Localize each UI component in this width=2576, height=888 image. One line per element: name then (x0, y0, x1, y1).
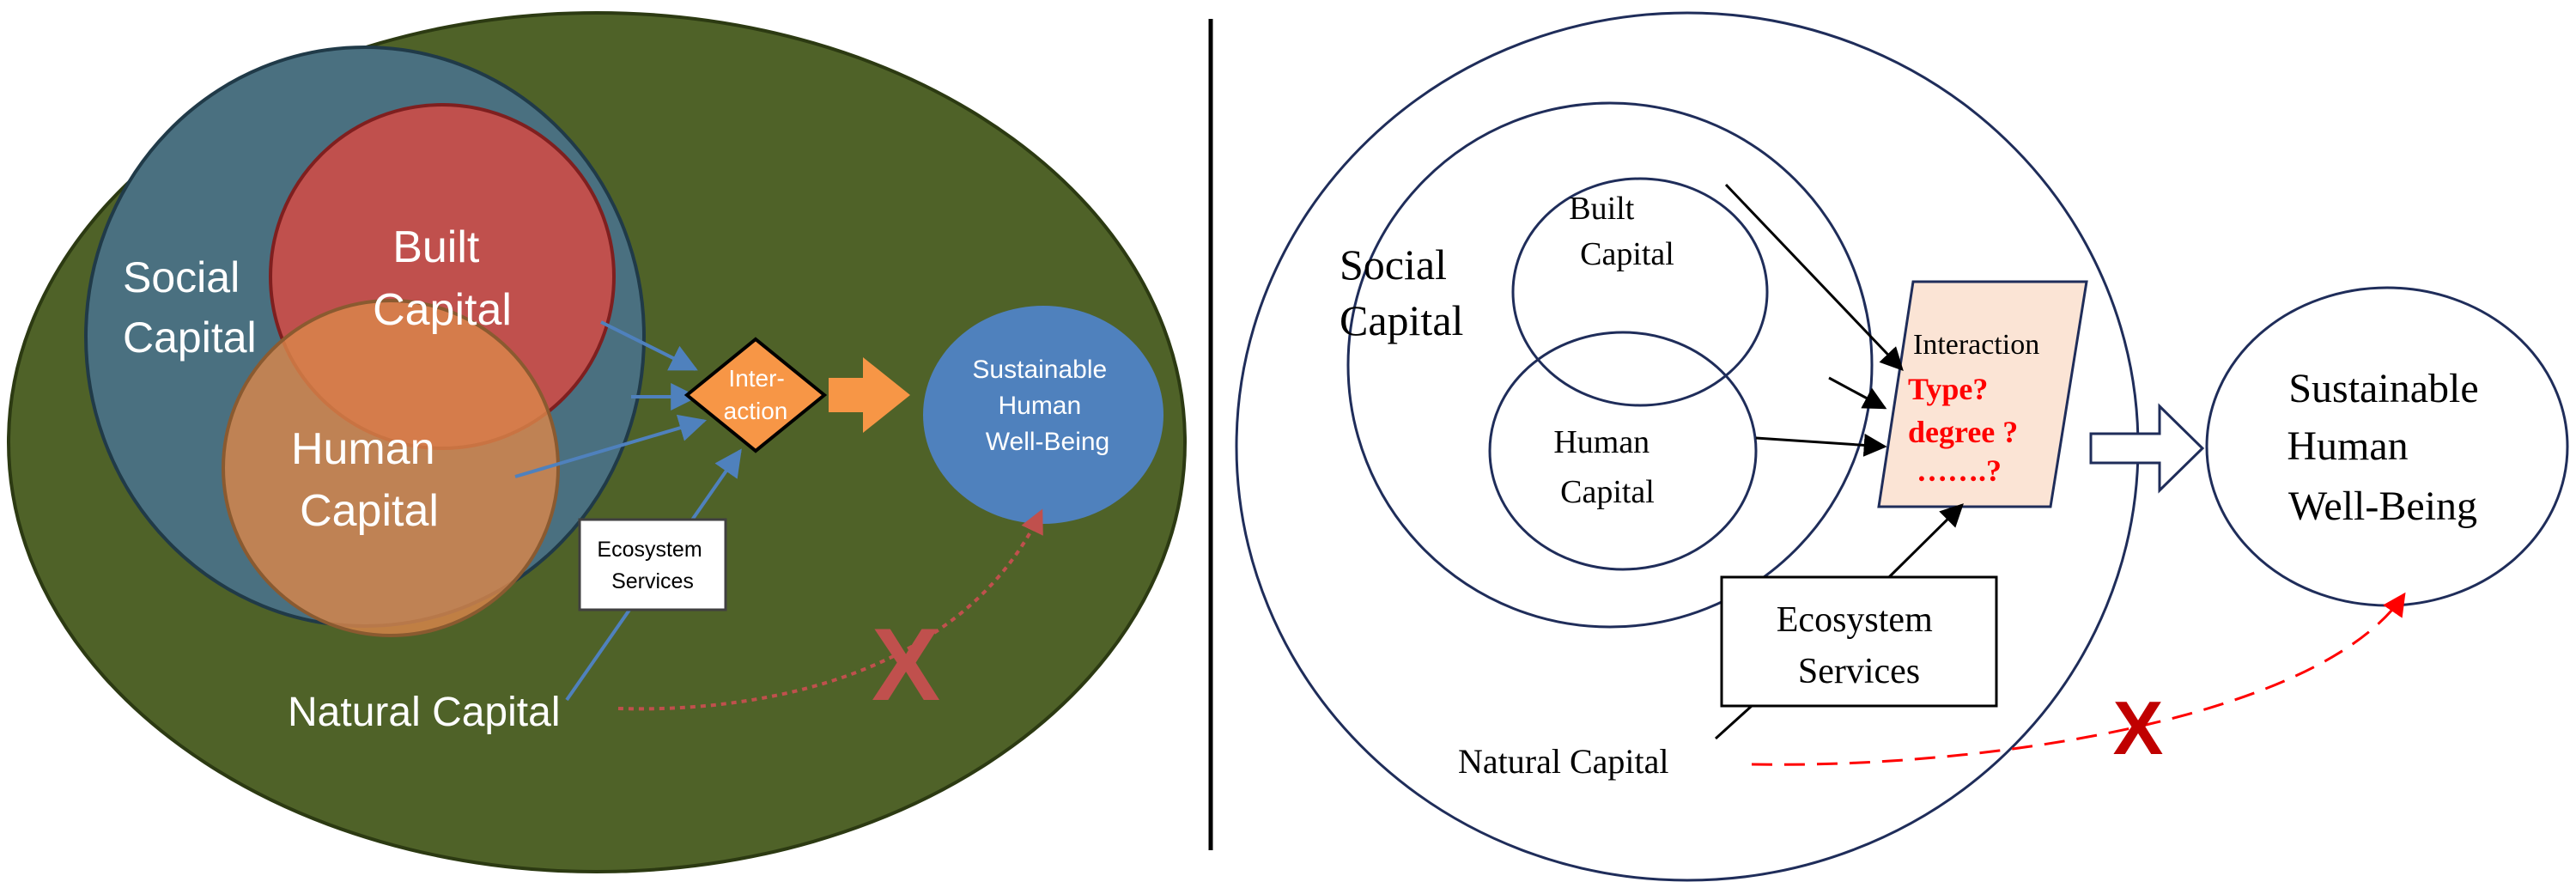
right-social-capital-label: Social Capital (1340, 240, 1463, 344)
left-social-capital-label: Social Capital (123, 253, 257, 362)
left-built-capital-label: Built Capital (373, 222, 512, 335)
right-human-capital-label: Human Capital (1553, 424, 1657, 510)
right-interaction-questions: Type? degree ? …….? (1908, 372, 2026, 488)
right-blocked-link-arrow (1751, 592, 2406, 766)
right-diagram: Social Capital Built Capital Human Capit… (1235, 11, 2569, 882)
right-natural-capital-label: Natural Capital (1458, 742, 1668, 781)
left-interaction-diamond (683, 337, 828, 453)
right-flow-arrow (2089, 403, 2205, 494)
left-wellbeing-circle (923, 306, 1163, 524)
left-human-capital-label: Human Capital (291, 424, 447, 536)
left-ecosystem-services-box (578, 518, 727, 611)
right-natural-to-ecosystem-line (1714, 704, 1753, 740)
right-ecosystem-services-label: Ecosystem Services (1777, 600, 1941, 691)
left-diagram: Social Capital Built Capital Human Capit… (7, 11, 1187, 873)
right-built-to-interaction-arrow (1724, 183, 1904, 371)
left-ecosystem-services-label: Ecosystem Services (597, 538, 708, 593)
right-social-to-interaction-arrow (1828, 376, 1887, 410)
left-orange-flow-arrow (829, 357, 910, 433)
right-ecosystem-to-interaction-arrow (1887, 503, 1964, 579)
right-ecosystem-services-box (1720, 575, 1998, 708)
left-blocked-x-mark: X (872, 607, 940, 722)
left-blocked-link-arrow (617, 508, 1043, 711)
right-interaction-box (1877, 280, 2088, 508)
right-human-to-interaction-arrow (1755, 433, 1887, 457)
left-interaction-label: Inter- action (724, 365, 792, 424)
left-wellbeing-label: Sustainable Human Well-Being (972, 356, 1114, 456)
right-interaction-title: Interaction (1913, 329, 2039, 361)
right-wellbeing-label: Sustainable Human Well-Being (2287, 366, 2488, 529)
right-built-capital-label: Built Capital (1569, 191, 1674, 272)
right-built-capital-circle (1511, 177, 1769, 407)
left-human-capital-circle (222, 299, 560, 637)
left-natural-capital-label: Natural Capital (288, 690, 560, 735)
left-human-to-interaction-arrow (514, 414, 708, 478)
right-human-capital-circle (1488, 331, 1758, 571)
right-blocked-x-mark: X (2113, 685, 2164, 770)
left-built-to-interaction-arrow (600, 320, 698, 371)
right-social-capital-circle (1346, 101, 1874, 629)
